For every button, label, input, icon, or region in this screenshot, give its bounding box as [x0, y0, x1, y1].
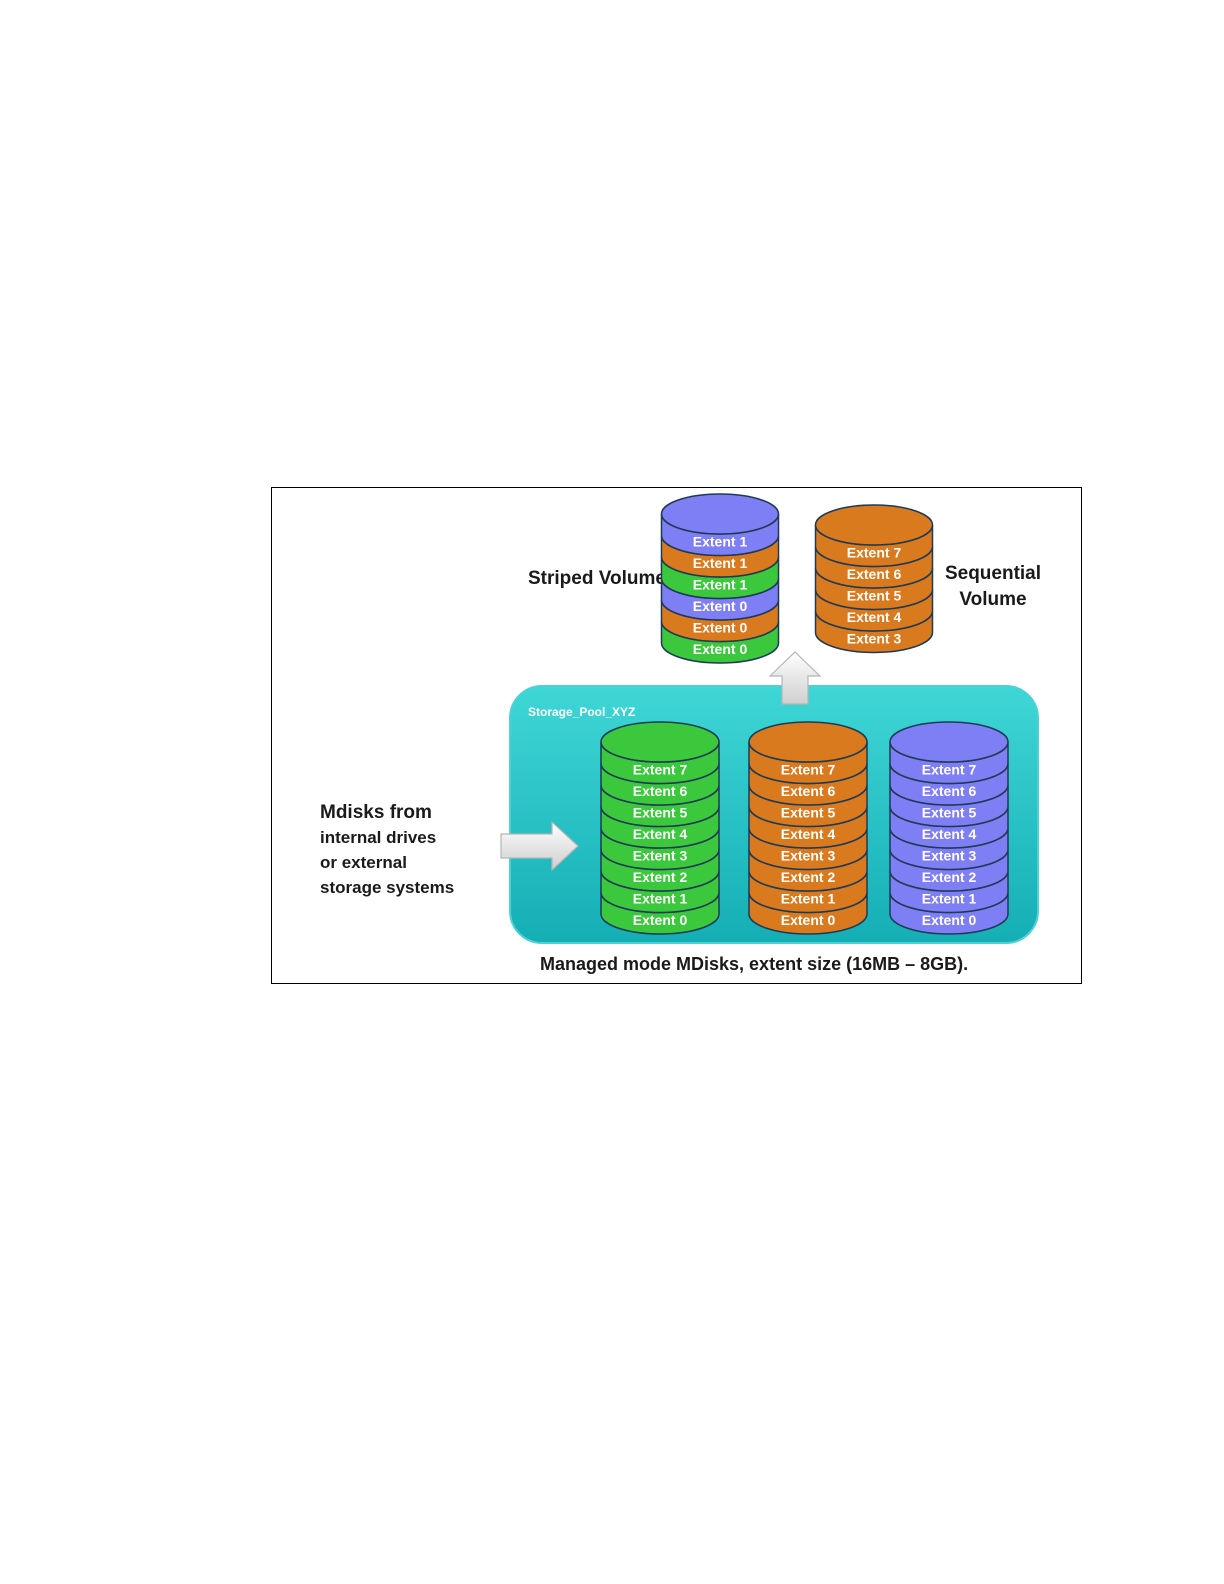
extent-label: Extent 3: [633, 848, 688, 864]
mdisks-label-line4: storage systems: [320, 878, 454, 897]
extent-label: Extent 6: [781, 783, 836, 799]
cylinder-top-cap: [889, 721, 1009, 763]
extent-label: Extent 6: [922, 783, 977, 799]
mdisk-cylinder-orange: Extent 0 Extent 1 Extent 2 Extent 3 Extent 4…: [748, 721, 868, 935]
up-arrow-icon: [768, 651, 822, 705]
caption: Managed mode MDisks, extent size (16MB –…: [540, 954, 968, 974]
right-arrow-icon: [500, 820, 579, 872]
extent-label: Extent 0: [922, 912, 977, 928]
extent-label: Extent 1: [693, 555, 748, 571]
cylinder-top-cap: [748, 721, 868, 763]
extent-label: Extent 2: [633, 869, 688, 885]
extent-label: Extent 4: [922, 826, 977, 842]
extent-label: Extent 6: [847, 566, 902, 582]
extent-label: Extent 1: [633, 891, 688, 907]
extent-label: Extent 7: [781, 762, 836, 778]
extent-label: Extent 1: [781, 891, 836, 907]
extent-label: Extent 0: [693, 598, 748, 614]
extent-label: Extent 3: [847, 631, 902, 647]
mdisks-label-line2: internal drives: [320, 828, 436, 847]
extent-label: Extent 5: [847, 588, 902, 604]
extent-label: Extent 0: [693, 620, 748, 636]
extent-label: Extent 0: [781, 912, 836, 928]
extent-label: Extent 2: [781, 869, 836, 885]
extent-label: Extent 6: [633, 783, 688, 799]
extent-label: Extent 7: [847, 545, 902, 561]
cylinder-top-cap: [600, 721, 720, 763]
extent-label: Extent 7: [922, 762, 977, 778]
mdisks-label-line1: Mdisks from: [320, 802, 432, 823]
extent-label: Extent 2: [922, 869, 977, 885]
sequential-volume-label-line1: Sequential: [945, 563, 1041, 584]
extent-label: Extent 1: [693, 534, 748, 550]
striped-volume-cylinder: Extent 0 Extent 0 Extent 0 Extent 1 Extent 1…: [660, 493, 780, 664]
striped-volume-label: Striped Volume: [528, 568, 666, 589]
extent-label: Extent 5: [781, 805, 836, 821]
extent-label: Extent 4: [847, 609, 902, 625]
extent-label: Extent 5: [633, 805, 688, 821]
sequential-volume-label-line2: Volume: [959, 589, 1026, 610]
cylinder-top-cap: [814, 504, 934, 546]
extent-label: Extent 0: [633, 912, 688, 928]
extent-label: Extent 4: [633, 826, 688, 842]
extent-label: Extent 3: [922, 848, 977, 864]
extent-label: Extent 5: [922, 805, 977, 821]
cylinder-top-cap: [660, 493, 780, 535]
sequential-volume-cylinder: Extent 3 Extent 4 Extent 5 Extent 6 Extent 7: [814, 504, 934, 654]
storage-pool-label: Storage_Pool_XYZ: [528, 705, 635, 719]
extent-label: Extent 0: [693, 641, 748, 657]
mdisks-label-line3: or external: [320, 853, 407, 872]
extent-label: Extent 3: [781, 848, 836, 864]
extent-label: Extent 7: [633, 762, 688, 778]
extent-label: Extent 1: [922, 891, 977, 907]
extent-label: Extent 4: [781, 826, 836, 842]
extent-label: Extent 1: [693, 577, 748, 593]
mdisk-cylinder-blue: Extent 0 Extent 1 Extent 2 Extent 3 Extent 4…: [889, 721, 1009, 935]
mdisk-cylinder-green: Extent 0 Extent 1 Extent 2 Extent 3 Extent 4…: [600, 721, 720, 935]
